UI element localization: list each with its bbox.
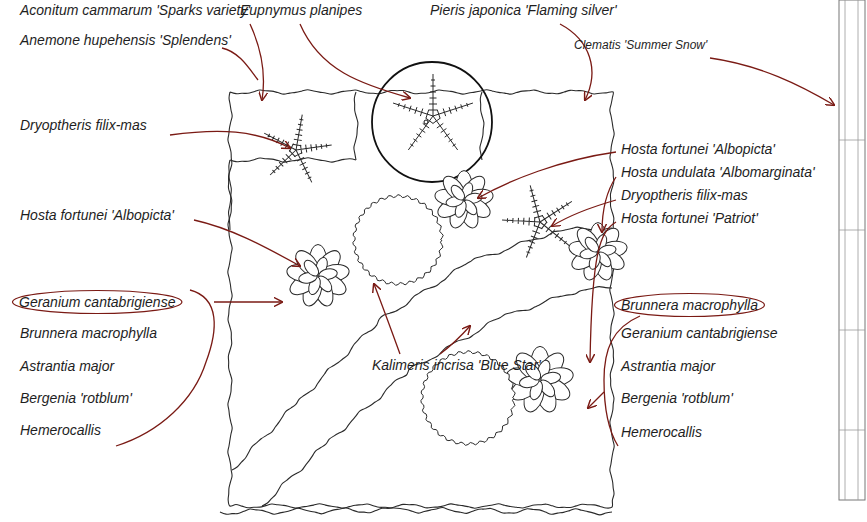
plant-label: Hosta fortunei 'Patriot' [621,210,758,227]
fence-strip [839,0,865,500]
leader-lines [116,24,834,446]
plant-label: Geranium cantabrigiense [621,325,777,342]
bed-outline [230,158,356,162]
hosta-symbol [286,245,351,309]
bed-outline [354,92,358,160]
plant-label: Dryoptheris filix-mas [621,187,748,204]
plant-label: Hemerocallis [20,422,101,439]
shrub-canopy [372,62,492,182]
plant-label: Kalimeris incrisa 'Blue Star' [372,357,541,374]
hosta-symbol [505,346,574,414]
kalimeris-symbol [353,195,443,286]
fern-symbol [257,109,336,185]
plant-label: Anemone hupehensis 'Splendens' [20,32,231,49]
plant-label: Bergenia 'rotblum' [621,390,733,407]
circled-label: Brunnera macrophylla [614,293,765,317]
bed-outline [262,287,612,506]
plant-label: Hemerocallis [621,424,702,441]
plant-label: Pieris japonica 'Flaming silver' [430,2,617,19]
plant-label: Bergenia 'rotblum' [20,390,132,407]
bed-outline [220,507,612,514]
plant-label: Brunnera macrophylla [621,297,758,314]
bed-outline [480,92,484,160]
plant-label: Geranium cantabrigiense [19,294,175,311]
circled-label: Geranium cantabrigiense [12,290,182,314]
fern-symbol [393,74,473,150]
bed-outline [228,90,614,508]
hosta-symbol [434,171,495,231]
plant-label: Astrantia major [621,358,715,375]
plant-label: Clematis 'Summer Snow' [574,37,707,54]
plant-label: Dryoptheris filix-mas [20,117,147,134]
plant-label: Aconitum cammarum 'Sparks variety' [20,2,250,19]
plant-label: Hosta undulata 'Albomarginata' [621,164,815,181]
bed-outline [229,160,232,230]
plant-label: Astrantia major [20,358,114,375]
plant-label: Eupnymus planipes [240,2,362,19]
plant-symbols [257,62,628,445]
plant-label: Hosta fortunei 'Albopicta' [621,141,775,158]
plant-label: Brunnera macrophylla [20,325,157,342]
plant-label: Hosta fortunei 'Albopicta' [20,207,174,224]
